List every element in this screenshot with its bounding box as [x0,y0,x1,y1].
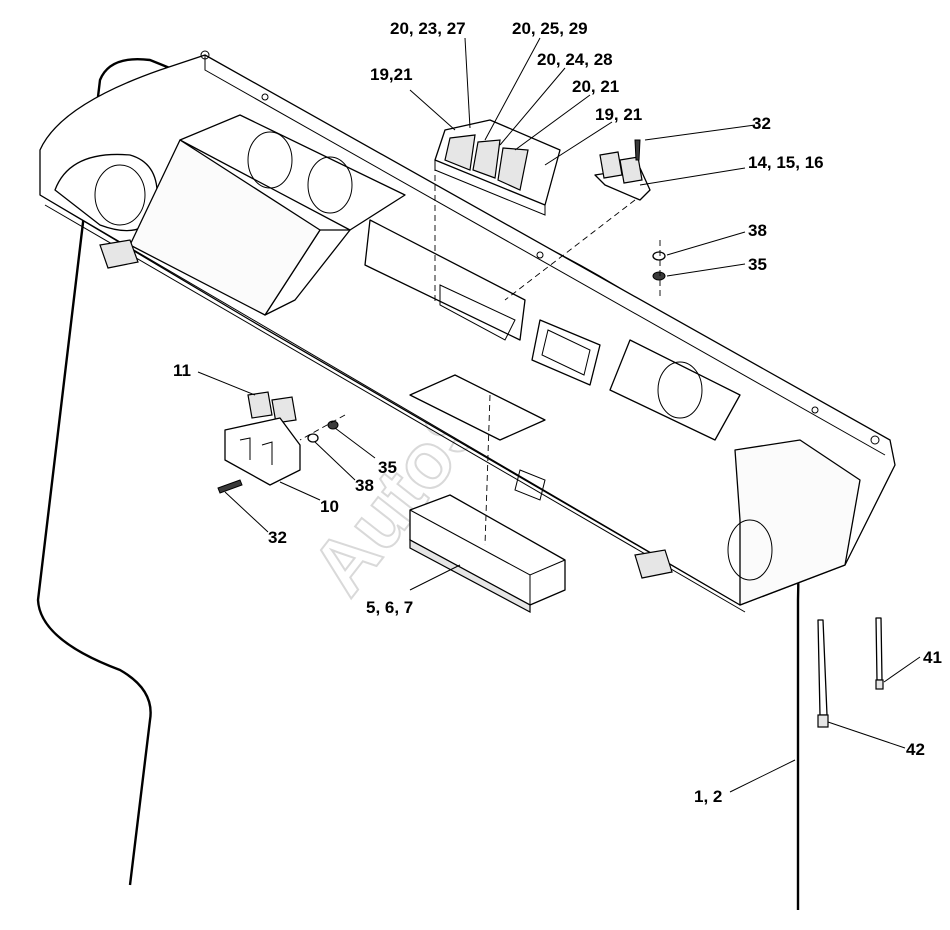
callout-1-2: 1, 2 [694,787,722,806]
fuse-box-cover [409,494,566,613]
callout-42: 42 [906,740,925,759]
washer-38-top [652,251,666,261]
relay-14-15-16 [594,151,651,201]
callout-35-mid: 35 [378,458,397,477]
washer-38-mid [307,433,319,443]
callout-32-top: 32 [752,114,771,133]
callout-20-24-28: 20, 24, 28 [537,50,613,69]
callout-19-21-right: 19, 21 [595,105,642,124]
callout-38-top: 38 [748,221,767,240]
left-bracket [99,239,139,269]
callout-20-21: 20, 21 [572,77,619,96]
cable-tie-41 [875,617,884,690]
callout-11: 11 [173,361,191,380]
nut-35-top [652,271,666,281]
callout-32-bottom: 32 [268,528,287,547]
callout-5-6-7: 5, 6, 7 [366,598,413,617]
dashboard-panel [39,50,896,613]
callout-38-mid: 38 [355,476,374,495]
nut-35-mid [327,420,339,430]
screw-32-bottom [217,479,243,494]
callout-19-21-left: 19,21 [370,65,413,84]
callout-20-25-29: 20, 25, 29 [512,19,588,38]
cable-tie-42 [817,619,829,728]
callout-14-15-16: 14, 15, 16 [748,153,824,172]
callout-35-top: 35 [748,255,767,274]
callout-10: 10 [320,497,339,516]
right-bracket [634,549,673,579]
callout-41: 41 [923,648,942,667]
relay-block-10-11 [224,391,301,486]
screw-32-top [634,139,641,161]
callout-20-23-27: 20, 23, 27 [390,19,466,38]
